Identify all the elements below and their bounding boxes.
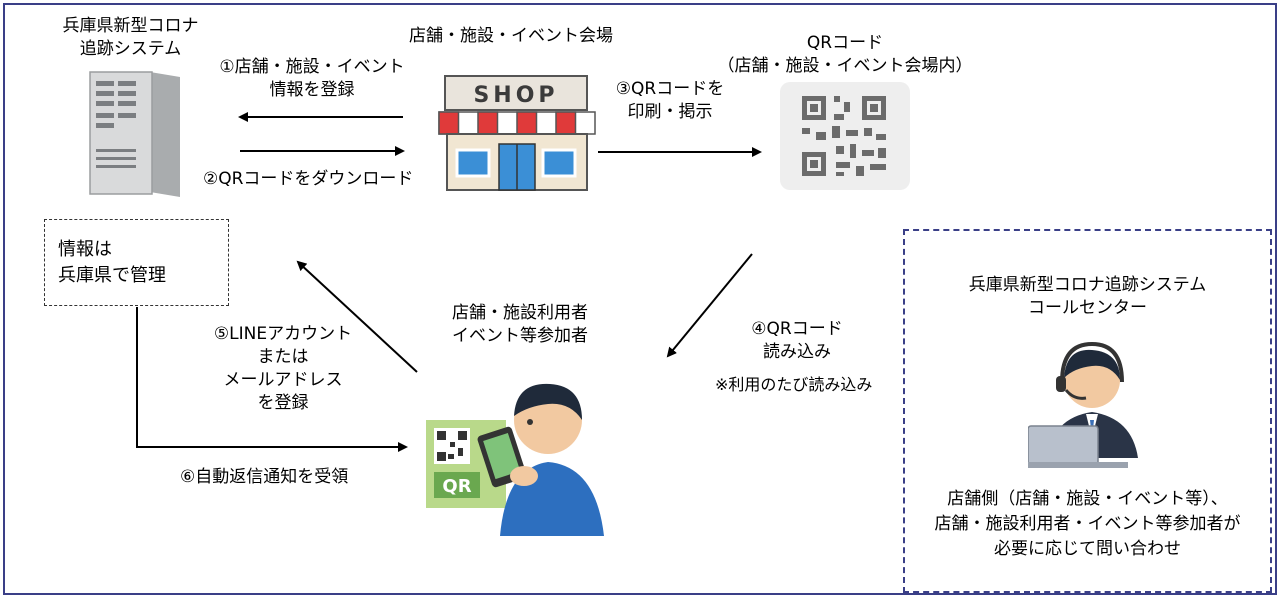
server-icon — [89, 71, 180, 197]
call-center-description: 店舗側（店舗・施設・イベント等）、 店舗・施設利用者・イベント等参加者が 必要に… — [934, 489, 1241, 559]
info-managed-text: 情報は 兵庫県で管理 — [58, 239, 166, 286]
step1-label: ①店舗・施設・イベント 情報を登録 — [219, 57, 405, 100]
step3-label: ③QRコードを 印刷・掲示 — [615, 79, 725, 122]
call-center-box — [903, 229, 1272, 593]
system-title: 兵庫県新型コロナ 追跡システム — [62, 16, 199, 59]
step4-label: ④QRコード 読み込み — [751, 319, 843, 362]
qrcode-title: QRコード （店舗・施設・イベント会場内） — [717, 33, 973, 76]
arrow-read-qr — [666, 253, 753, 358]
call-center-title: 兵庫県新型コロナ追跡システム コールセンター — [968, 275, 1207, 318]
user-scanning-icon: QR — [426, 383, 604, 536]
step5-label: ⑤LINEアカウント または メールアドレス を登録 — [213, 324, 353, 413]
operator-icon — [1028, 341, 1138, 468]
info-managed-box — [44, 219, 229, 306]
arrow-auto-reply — [136, 307, 408, 452]
step4-note: ※利用のたび読み込み — [715, 375, 873, 394]
diagram-frame — [3, 3, 1277, 595]
step2-label: ②QRコードをダウンロード — [203, 169, 414, 189]
arrow-register-contact — [296, 260, 418, 373]
qr-code-icon — [780, 82, 910, 190]
qr-sign-label: QR — [442, 476, 471, 497]
venue-title: 店舗・施設・イベント会場 — [409, 26, 613, 46]
shop-sign: SHOP — [473, 83, 558, 108]
shop-icon: SHOP — [438, 75, 596, 191]
user-title: 店舗・施設利用者 イベント等参加者 — [452, 303, 588, 346]
step6-label: ⑥自動返信通知を受領 — [180, 467, 349, 487]
